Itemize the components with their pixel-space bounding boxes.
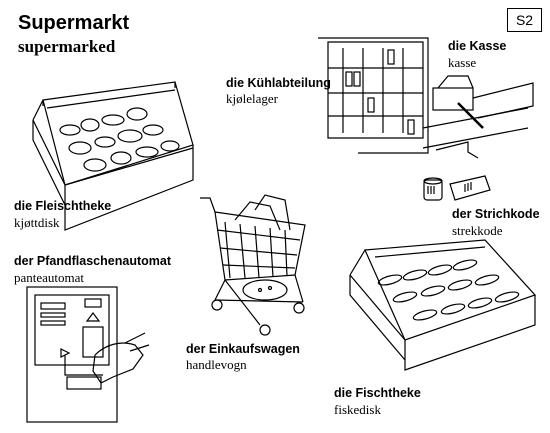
- section-badge: S2: [507, 8, 542, 32]
- label-strichkode-no: strekkode: [452, 223, 503, 238]
- page-title: Supermarkt: [18, 12, 130, 34]
- label-pfandflaschenautomat-de: der Pfandflaschenautomat: [14, 254, 171, 268]
- fish-counter-illustration: [349, 239, 537, 371]
- label-kuehlabteilung-de: die Kühlabteilung: [226, 76, 331, 90]
- barcode-items-illustration: [423, 175, 491, 201]
- label-kasse-no: kasse: [448, 55, 477, 70]
- page-subtitle: supermarked: [18, 37, 116, 56]
- bottle-return-machine-illustration: [26, 286, 150, 423]
- label-einkaufswagen-no: handlevogn: [186, 357, 247, 372]
- label-pfandflaschenautomat-no: panteautomat: [14, 270, 85, 285]
- label-fischtheke-de: die Fischtheke: [334, 386, 421, 400]
- meat-counter-illustration: [32, 81, 194, 231]
- shopping-cart-illustration: [200, 194, 306, 336]
- label-fischtheke-no: fiskedisk: [334, 402, 381, 417]
- label-fleischtheke-de: die Fleischtheke: [14, 199, 112, 213]
- label-strichkode-de: der Strichkode: [452, 207, 540, 221]
- label-fleischtheke-no: kjøttdisk: [14, 215, 60, 230]
- cold-storage-illustration: [318, 37, 534, 159]
- label-einkaufswagen-de: der Einkaufswagen: [186, 342, 300, 356]
- label-kuehlabteilung-no: kjølelager: [226, 91, 278, 106]
- label-kasse-de: die Kasse: [448, 39, 507, 53]
